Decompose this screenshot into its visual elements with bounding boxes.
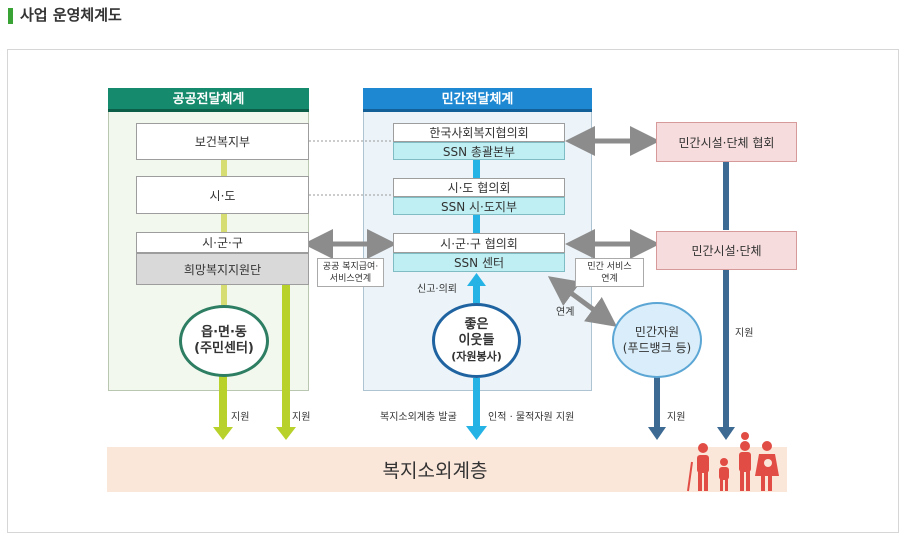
public-linkage-note-line2: 서비스연계: [329, 273, 372, 284]
ssn-sido-branch-box: SSN 시·도지부: [393, 197, 565, 215]
support-label-resource: 지원: [667, 412, 686, 423]
private-linkage-note-line2: 연계: [601, 273, 618, 284]
good-neighbors-label-3: (자원봉사): [451, 349, 502, 363]
public-link-2: [221, 214, 227, 232]
public-link-1: [221, 160, 227, 176]
target-label: 복지소외계층: [382, 460, 488, 482]
good-neighbors-node: 좋은 이웃들 (자원봉사): [432, 303, 521, 378]
sigungu-box: 시·군·구: [136, 232, 309, 253]
link-arrow-resource: [547, 276, 618, 327]
private-facility-box: 민간시설·단체: [656, 231, 797, 270]
support-label-welfare-team: 지원: [292, 412, 311, 423]
support-arrow-welfare-team: [276, 427, 296, 440]
private-column-title: 민간전달체계: [363, 88, 592, 112]
page-title: 사업 운영체계도: [20, 6, 122, 24]
private-resources-label: 민간자원: [634, 325, 680, 339]
public-link-3: [221, 285, 227, 305]
private-linkage-note-line1: 민간 서비스: [587, 261, 632, 272]
ministry-box: 보건복지부: [136, 123, 309, 160]
target-band: [107, 447, 787, 492]
good-neighbors-label-2: 이웃들: [458, 332, 495, 348]
ssn-headquarters-box: SSN 총괄본부: [393, 142, 565, 160]
heading-accent-bar: [8, 8, 13, 24]
private-facility-association-box: 민간시설·단체 협회: [656, 122, 797, 162]
sido-council-box: 시·도 협의회: [393, 178, 565, 197]
support-arrow-facility: [717, 427, 735, 440]
public-linkage-note: 공공 복지급여· 서비스연계: [317, 258, 384, 287]
private-linkage-note: 민간 서비스 연계: [575, 258, 644, 287]
community-center-label: 읍·면·동: [201, 325, 247, 340]
connect-label: 연계: [556, 307, 575, 318]
resources-label: 인적 · 물적자원 지원: [488, 412, 575, 423]
private-resources-sublabel: (푸드뱅크 등): [622, 341, 692, 355]
private-resources-node: 민간자원 (푸드뱅크 등): [612, 302, 702, 378]
private-link-1: [473, 160, 480, 178]
sigungu-council-box: 시·군·구 협의회: [393, 233, 565, 253]
community-center-node: 읍·면·동 (주민센터): [179, 305, 269, 377]
discover-label: 복지소외계층 발굴: [380, 412, 457, 423]
support-label-community: 지원: [231, 412, 250, 423]
ssn-center-box: SSN 센터: [393, 253, 565, 272]
sido-box: 시·도: [136, 176, 309, 214]
public-column-title: 공공전달체계: [108, 88, 309, 112]
discover-arrow: [466, 426, 487, 440]
public-linkage-note-line1: 공공 복지급여·: [322, 261, 379, 272]
private-link-2: [473, 215, 480, 233]
community-center-sublabel: (주민센터): [194, 341, 254, 356]
support-label-facility-mid: 지원: [735, 328, 754, 339]
support-arrow-resource: [648, 427, 666, 440]
report-arrow: [467, 273, 486, 286]
national-council-box: 한국사회복지협의회: [393, 123, 565, 142]
good-neighbors-label-1: 좋은: [464, 316, 489, 332]
report-label: 신고·의뢰: [417, 284, 457, 295]
welfare-support-team-box: 희망복지지원단: [136, 253, 309, 285]
support-arrow-community: [213, 427, 233, 440]
family-icon: [687, 432, 779, 492]
